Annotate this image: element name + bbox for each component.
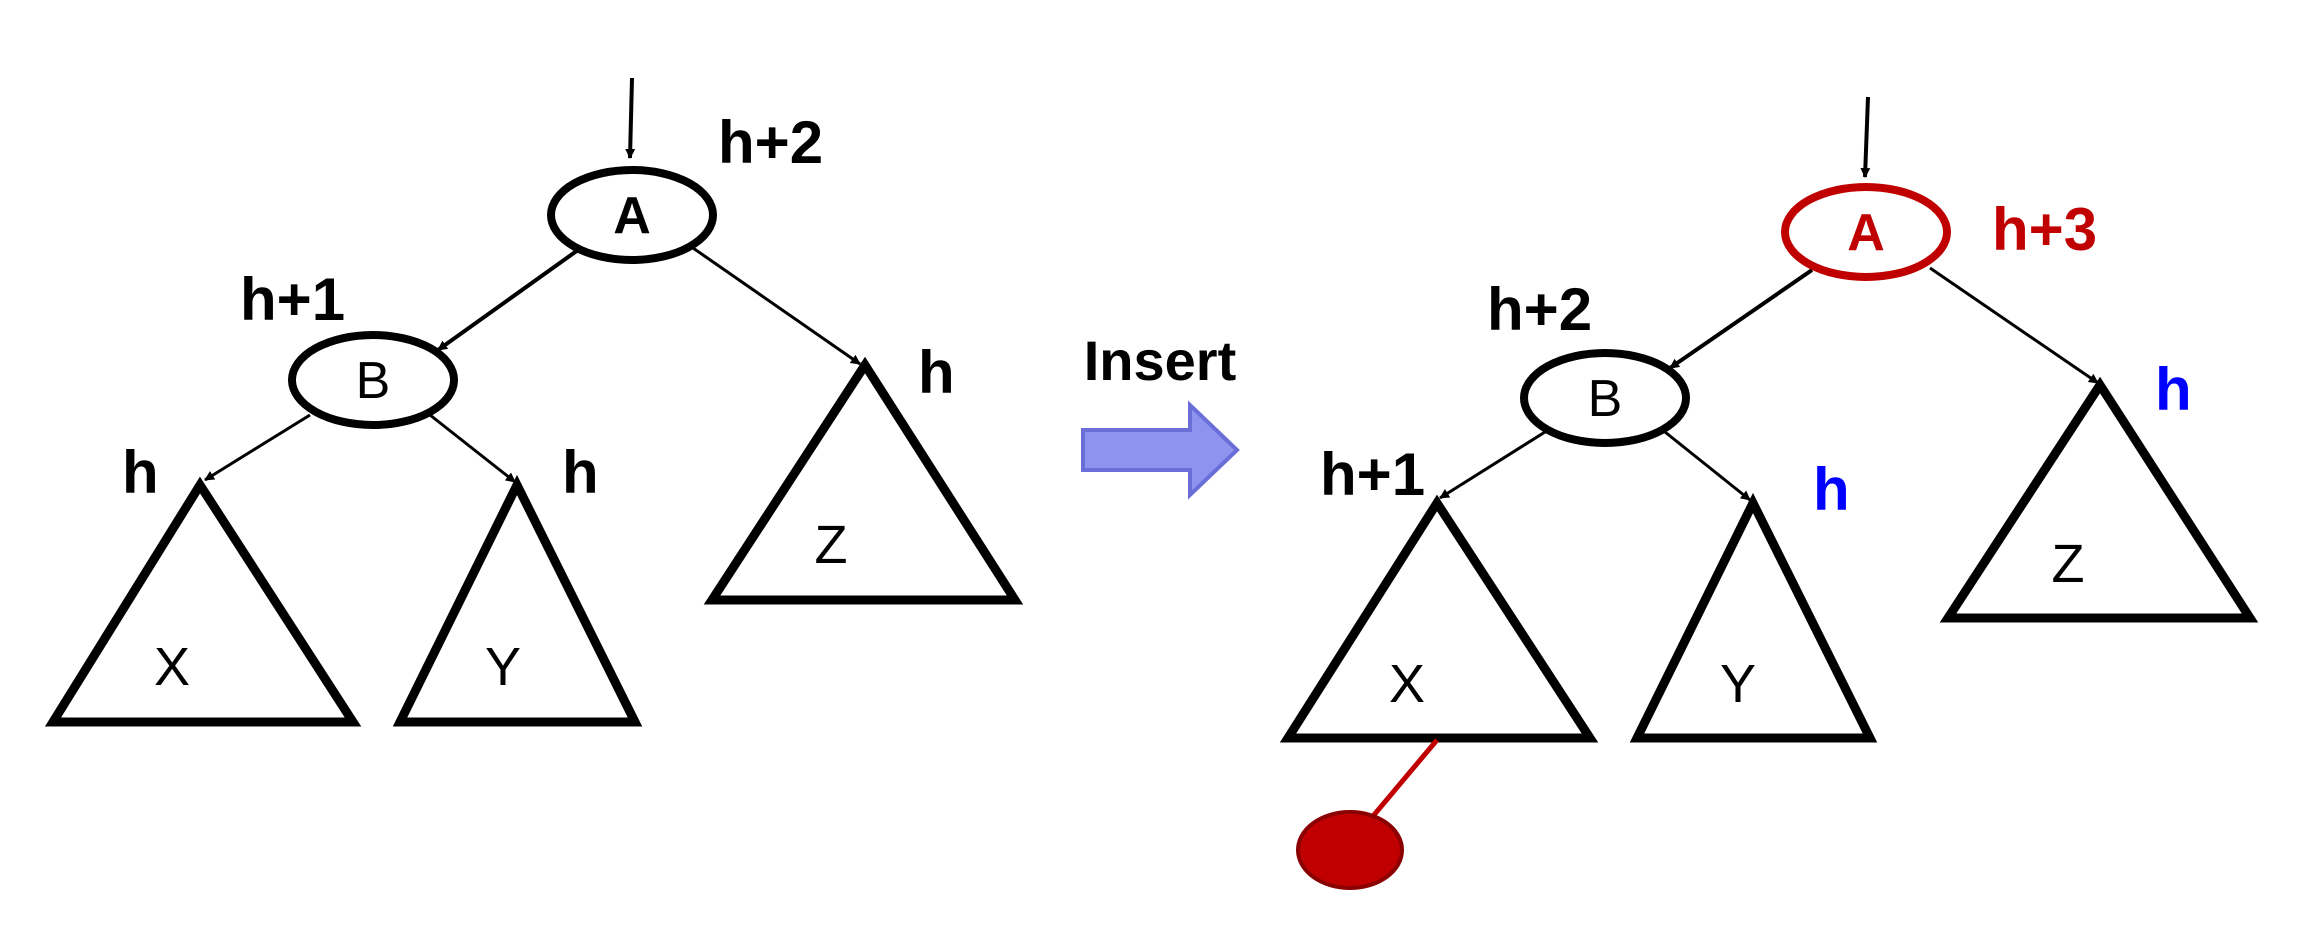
- edge-b-y: [429, 413, 516, 484]
- root-pointer-arrow: [625, 77, 636, 159]
- edge-b-y-after: [1664, 430, 1751, 502]
- node-a-label: A: [613, 187, 651, 245]
- subtree-y-label: Y: [485, 637, 521, 697]
- subtree-x-label: X: [154, 637, 190, 697]
- subtree-y: Y: [392, 474, 643, 727]
- edge-a-b: [436, 248, 580, 352]
- height-label-x: h: [122, 439, 159, 506]
- height-label-y-after: h: [1813, 456, 1850, 523]
- height-label-z: h: [918, 339, 955, 406]
- height-label-z-after: h: [2155, 356, 2192, 423]
- node-a: A: [547, 166, 717, 264]
- height-label-b-after: h+2: [1487, 276, 1592, 343]
- height-label-b: h+1: [240, 266, 345, 333]
- subtree-x-after: X: [1279, 494, 1599, 743]
- subtree-x-after-label: X: [1389, 654, 1425, 714]
- node-b: B: [288, 331, 458, 429]
- operation: Insert: [1081, 329, 1240, 500]
- height-label-x-after: h+1: [1320, 441, 1425, 508]
- node-b-after: B: [1520, 349, 1690, 447]
- subtree-z-label: Z: [815, 515, 848, 575]
- insert-label: Insert: [1084, 329, 1237, 392]
- edge-a-b-after: [1668, 268, 1814, 370]
- edge-b-x: [204, 413, 311, 482]
- edge-inserted-node: [1366, 738, 1439, 824]
- tree-after: A B X Y Z h+3 h+2 h+1 h h: [1279, 96, 2259, 890]
- edge-b-x-after: [1439, 430, 1546, 500]
- height-label-y: h: [562, 439, 599, 506]
- edge-a-z-after: [1929, 266, 2099, 385]
- node-a-after: A: [1781, 183, 1951, 281]
- edge-a-z: [692, 246, 861, 366]
- root-pointer-arrow-after: [1860, 96, 1871, 178]
- node-b-after-label: B: [1588, 370, 1623, 428]
- right-arrow-icon: [1081, 400, 1240, 500]
- subtree-z-after-label: Z: [2052, 534, 2085, 594]
- subtree-x: X: [44, 476, 362, 727]
- subtree-z: Z: [703, 356, 1024, 605]
- tree-before: A B X Y Z h+2 h+1 h h h: [44, 77, 1024, 727]
- subtree-y-after-label: Y: [1720, 654, 1756, 714]
- height-label-a: h+2: [718, 109, 823, 176]
- subtree-z-after: Z: [1939, 376, 2259, 623]
- node-a-after-label: A: [1847, 204, 1885, 262]
- subtree-y-after: Y: [1629, 492, 1878, 743]
- height-label-a-after: h+3: [1992, 196, 2097, 263]
- node-b-label: B: [356, 352, 391, 410]
- inserted-node: [1296, 810, 1404, 890]
